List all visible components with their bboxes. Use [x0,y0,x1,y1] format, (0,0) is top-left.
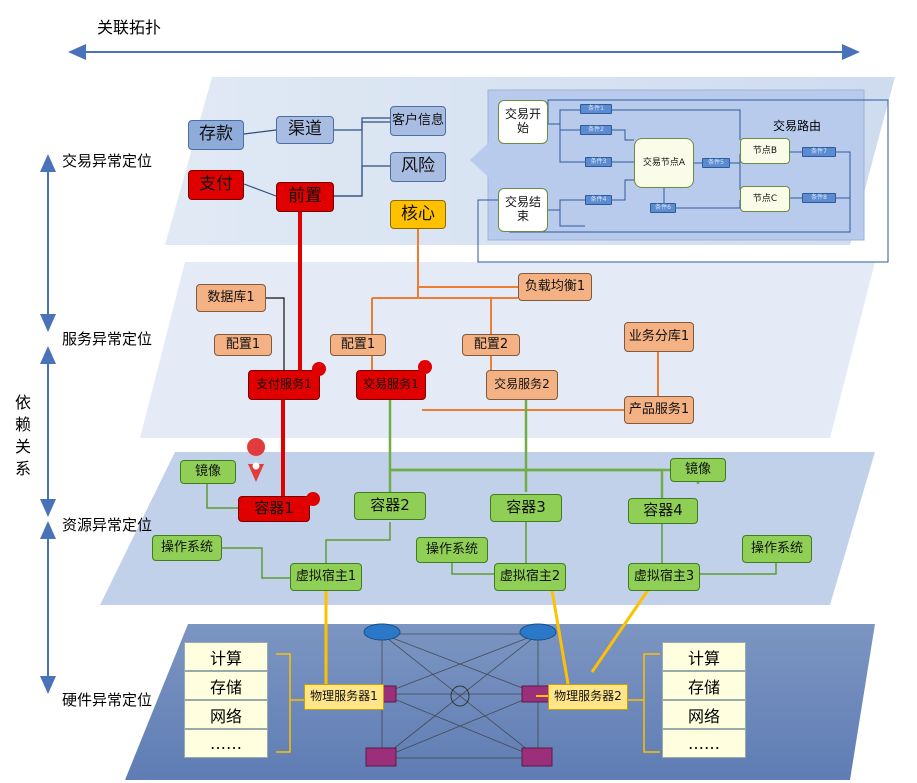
router-icons [363,623,557,767]
container1-node[interactable]: 容器1 [238,496,310,522]
condition-8[interactable]: 条件8 [802,193,836,203]
condition-7[interactable]: 条件7 [802,147,836,157]
pay-node[interactable]: 支付 [188,170,244,200]
server2-node[interactable]: 物理服务器2 [548,684,628,710]
deposit-node[interactable]: 存款 [188,120,244,150]
condition-6[interactable]: 条件6 [650,203,676,213]
condition-5[interactable]: 条件5 [702,158,730,168]
layer-hardware-label: 硬件异常定位 [62,691,153,709]
core-node[interactable]: 核心 [390,200,446,229]
layer-service-label: 服务异常定位 [62,330,153,348]
vhost3-node[interactable]: 虚拟宿主3 [628,563,700,591]
container3-node[interactable]: 容器3 [490,494,562,522]
location-pin-icon [247,438,266,482]
image-left-node[interactable]: 镜像 [180,460,236,484]
route-arrow [470,132,500,188]
config1-left-node[interactable]: 配置1 [214,334,272,356]
trade-service1-node[interactable]: 交易服务1 [356,370,426,400]
dependency-label: 依赖关系 [14,393,31,478]
database-node[interactable]: 数据库1 [196,284,266,312]
pay-service-node[interactable]: 支付服务1 [248,370,320,400]
biz-db-node[interactable]: 业务分库1 [624,322,694,352]
risk-node[interactable]: 风险 [390,152,446,182]
channel-node[interactable]: 渠道 [276,116,334,144]
alert-marker-icon [312,362,326,376]
vhost2-node[interactable]: 虚拟宿主2 [494,563,566,591]
right-list-storage: 存储 [662,671,746,700]
left-list-network: 网络 [184,700,268,729]
alert-marker-icon [418,360,432,374]
customer-info-node[interactable]: 客户信息 [390,106,446,136]
left-list-storage: 存储 [184,671,268,700]
config2-node[interactable]: 配置2 [462,334,520,356]
topology-label: 关联拓扑 [97,18,162,37]
os-mid-node[interactable]: 操作系统 [416,537,488,563]
layer-resource-label: 资源异常定位 [62,516,153,534]
node-c[interactable]: 节点C [740,186,790,212]
right-list-compute: 计算 [662,642,746,671]
trade-start-node[interactable]: 交易开始 [498,100,548,144]
trade-node-a[interactable]: 交易节点A [634,138,694,188]
right-list-network: 网络 [662,700,746,729]
condition-1[interactable]: 条件1 [580,104,612,114]
container4-node[interactable]: 容器4 [628,498,698,524]
condition-4[interactable]: 条件4 [585,195,612,205]
left-list-compute: 计算 [184,642,268,671]
front-node[interactable]: 前置 [276,182,334,212]
condition-3[interactable]: 条件3 [585,157,612,167]
node-b[interactable]: 节点B [740,138,790,164]
route-title: 交易路由 [773,119,822,133]
left-list-more: …… [184,729,268,758]
trade-end-node[interactable]: 交易结束 [498,188,548,232]
vhost1-node[interactable]: 虚拟宿主1 [290,563,362,591]
layer-transaction-label: 交易异常定位 [62,152,153,170]
load-balance-node[interactable]: 负载均衡1 [518,273,592,301]
product-service-node[interactable]: 产品服务1 [624,396,694,424]
os-left-node[interactable]: 操作系统 [152,535,222,561]
right-list-more: …… [662,729,746,758]
trade-service2-node[interactable]: 交易服务2 [486,370,558,400]
server1-node[interactable]: 物理服务器1 [304,684,384,710]
image-right-node[interactable]: 镜像 [670,458,726,482]
os-right-node[interactable]: 操作系统 [742,535,812,563]
condition-2[interactable]: 条件2 [580,125,612,135]
alert-marker-icon [306,492,320,506]
config1-mid-node[interactable]: 配置1 [330,334,386,356]
container2-node[interactable]: 容器2 [354,492,426,520]
